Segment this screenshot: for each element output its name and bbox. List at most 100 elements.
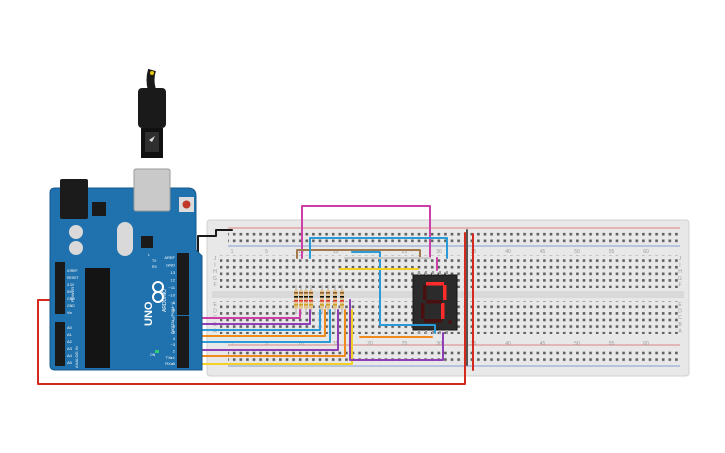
wire-pin2-purple: [199, 309, 339, 351]
digital-pin-label: ~6: [170, 323, 175, 328]
led-label: ON: [150, 353, 156, 357]
wire-red-vcc: [37, 232, 466, 385]
column-number: 40: [505, 341, 511, 347]
column-number: 15: [333, 341, 339, 347]
column-number: 30: [436, 341, 442, 347]
wire-pin5-blue: [199, 309, 321, 331]
segment-b: [443, 285, 447, 300]
column-number: 25: [402, 341, 408, 347]
column-number: 5: [265, 341, 268, 347]
bottom-digital-header: [177, 316, 189, 368]
power-pin-label: GND: [67, 304, 75, 308]
wire-pin6-purple: [199, 309, 311, 325]
crystal: [117, 222, 133, 256]
column-number: 40: [505, 249, 511, 255]
digital-pin-label: 2: [173, 349, 176, 354]
power-pin-label: Vin: [67, 311, 72, 315]
row-letter: F: [213, 282, 216, 288]
board-logo-text: ARDUINO: [162, 289, 168, 312]
digital-pin-label: 4: [173, 336, 176, 341]
seven-segment-display[interactable]: 7: [0, 0, 458, 334]
arduino-uno-board[interactable]: ARDUINO UNO POWER ANALOG IN DIGITAL (PWM…: [49, 68, 203, 371]
resistor[interactable]: [294, 285, 298, 314]
row-letter: J: [214, 256, 217, 262]
on-led: [155, 350, 159, 353]
wires: [37, 205, 474, 385]
header-pin-label: ~10: [168, 293, 176, 298]
power-pin-label: IOREF: [67, 269, 78, 273]
wire-black-gnd: [197, 229, 233, 262]
resistor[interactable]: [299, 285, 303, 314]
digital-pin-label: ~5: [170, 330, 175, 335]
atmega-chip: [85, 268, 110, 368]
segment-e: [421, 303, 425, 319]
row-letter: E: [678, 302, 682, 308]
analog-header-label: ANALOG IN: [74, 346, 79, 368]
column-number: 55: [609, 341, 615, 347]
digital-pin-label: TX▸1: [166, 355, 176, 360]
resistor[interactable]: [333, 285, 337, 314]
analog-pin-label: A2: [67, 339, 73, 344]
small-ic: [141, 236, 153, 248]
led-label: RX: [152, 265, 158, 269]
header-pin-label: AREF: [164, 255, 175, 260]
wire-brown: [296, 249, 421, 259]
bottom-power-rail: [228, 349, 678, 356]
row-letter: D: [678, 309, 682, 315]
analog-pin-label: A3: [67, 346, 73, 351]
column-number: 5: [265, 249, 268, 255]
row-letter: G: [213, 276, 217, 282]
segment-d: [424, 319, 442, 323]
column-number: 45: [540, 249, 546, 255]
analog-pin-label: A5: [67, 360, 73, 365]
header-pin-label: 8: [173, 308, 176, 313]
capacitor-1: [69, 225, 83, 239]
column-number: 50: [574, 249, 580, 255]
wire-pink-top: [301, 205, 431, 259]
digital-pin-label: RX◂0: [165, 361, 176, 366]
top-ground-rail: [228, 237, 678, 244]
segment-f: [423, 285, 427, 300]
row-letter: B: [678, 322, 682, 328]
row-letter: I: [214, 263, 215, 269]
row-letter: I: [679, 263, 680, 269]
column-number: 15: [333, 249, 339, 255]
header-pin-label: ~9: [170, 300, 175, 305]
segment-dp: [448, 320, 452, 324]
top-digital-header: [177, 253, 189, 315]
power-pin-label: 3.3V: [67, 283, 75, 287]
power-jack: [60, 179, 88, 219]
resistor[interactable]: [326, 285, 330, 314]
power-header-label: POWER: [70, 287, 75, 302]
row-letter: J: [679, 256, 682, 262]
digital-header-label: DIGITAL (PWM~): [170, 302, 175, 334]
usb-port: [133, 168, 171, 212]
wire-pin3-blue: [199, 309, 331, 343]
resistor[interactable]: [320, 285, 324, 314]
regulator: [92, 202, 106, 216]
resistor[interactable]: [309, 285, 313, 314]
wire-pin0-yellow: [199, 309, 353, 365]
wire-pin4-orange: [199, 309, 326, 337]
row-letter: D: [213, 309, 217, 315]
segment-g: [426, 300, 442, 304]
capacitor-2: [69, 241, 83, 255]
analog-pin-label: A1: [67, 332, 73, 337]
resistor[interactable]: [304, 285, 308, 314]
column-number: 20: [367, 341, 373, 347]
bottom-ground-rail: [228, 356, 678, 363]
column-number: 60: [643, 249, 649, 255]
row-letter: F: [678, 282, 681, 288]
resistor-bank[interactable]: [294, 285, 344, 314]
column-number: 60: [643, 341, 649, 347]
row-letter: E: [213, 302, 217, 308]
header-pin-label: GND: [166, 263, 175, 268]
board-model: UNO: [143, 301, 155, 326]
row-letter: G: [678, 276, 682, 282]
wire-blue-top: [309, 237, 448, 259]
resistor[interactable]: [340, 285, 344, 314]
